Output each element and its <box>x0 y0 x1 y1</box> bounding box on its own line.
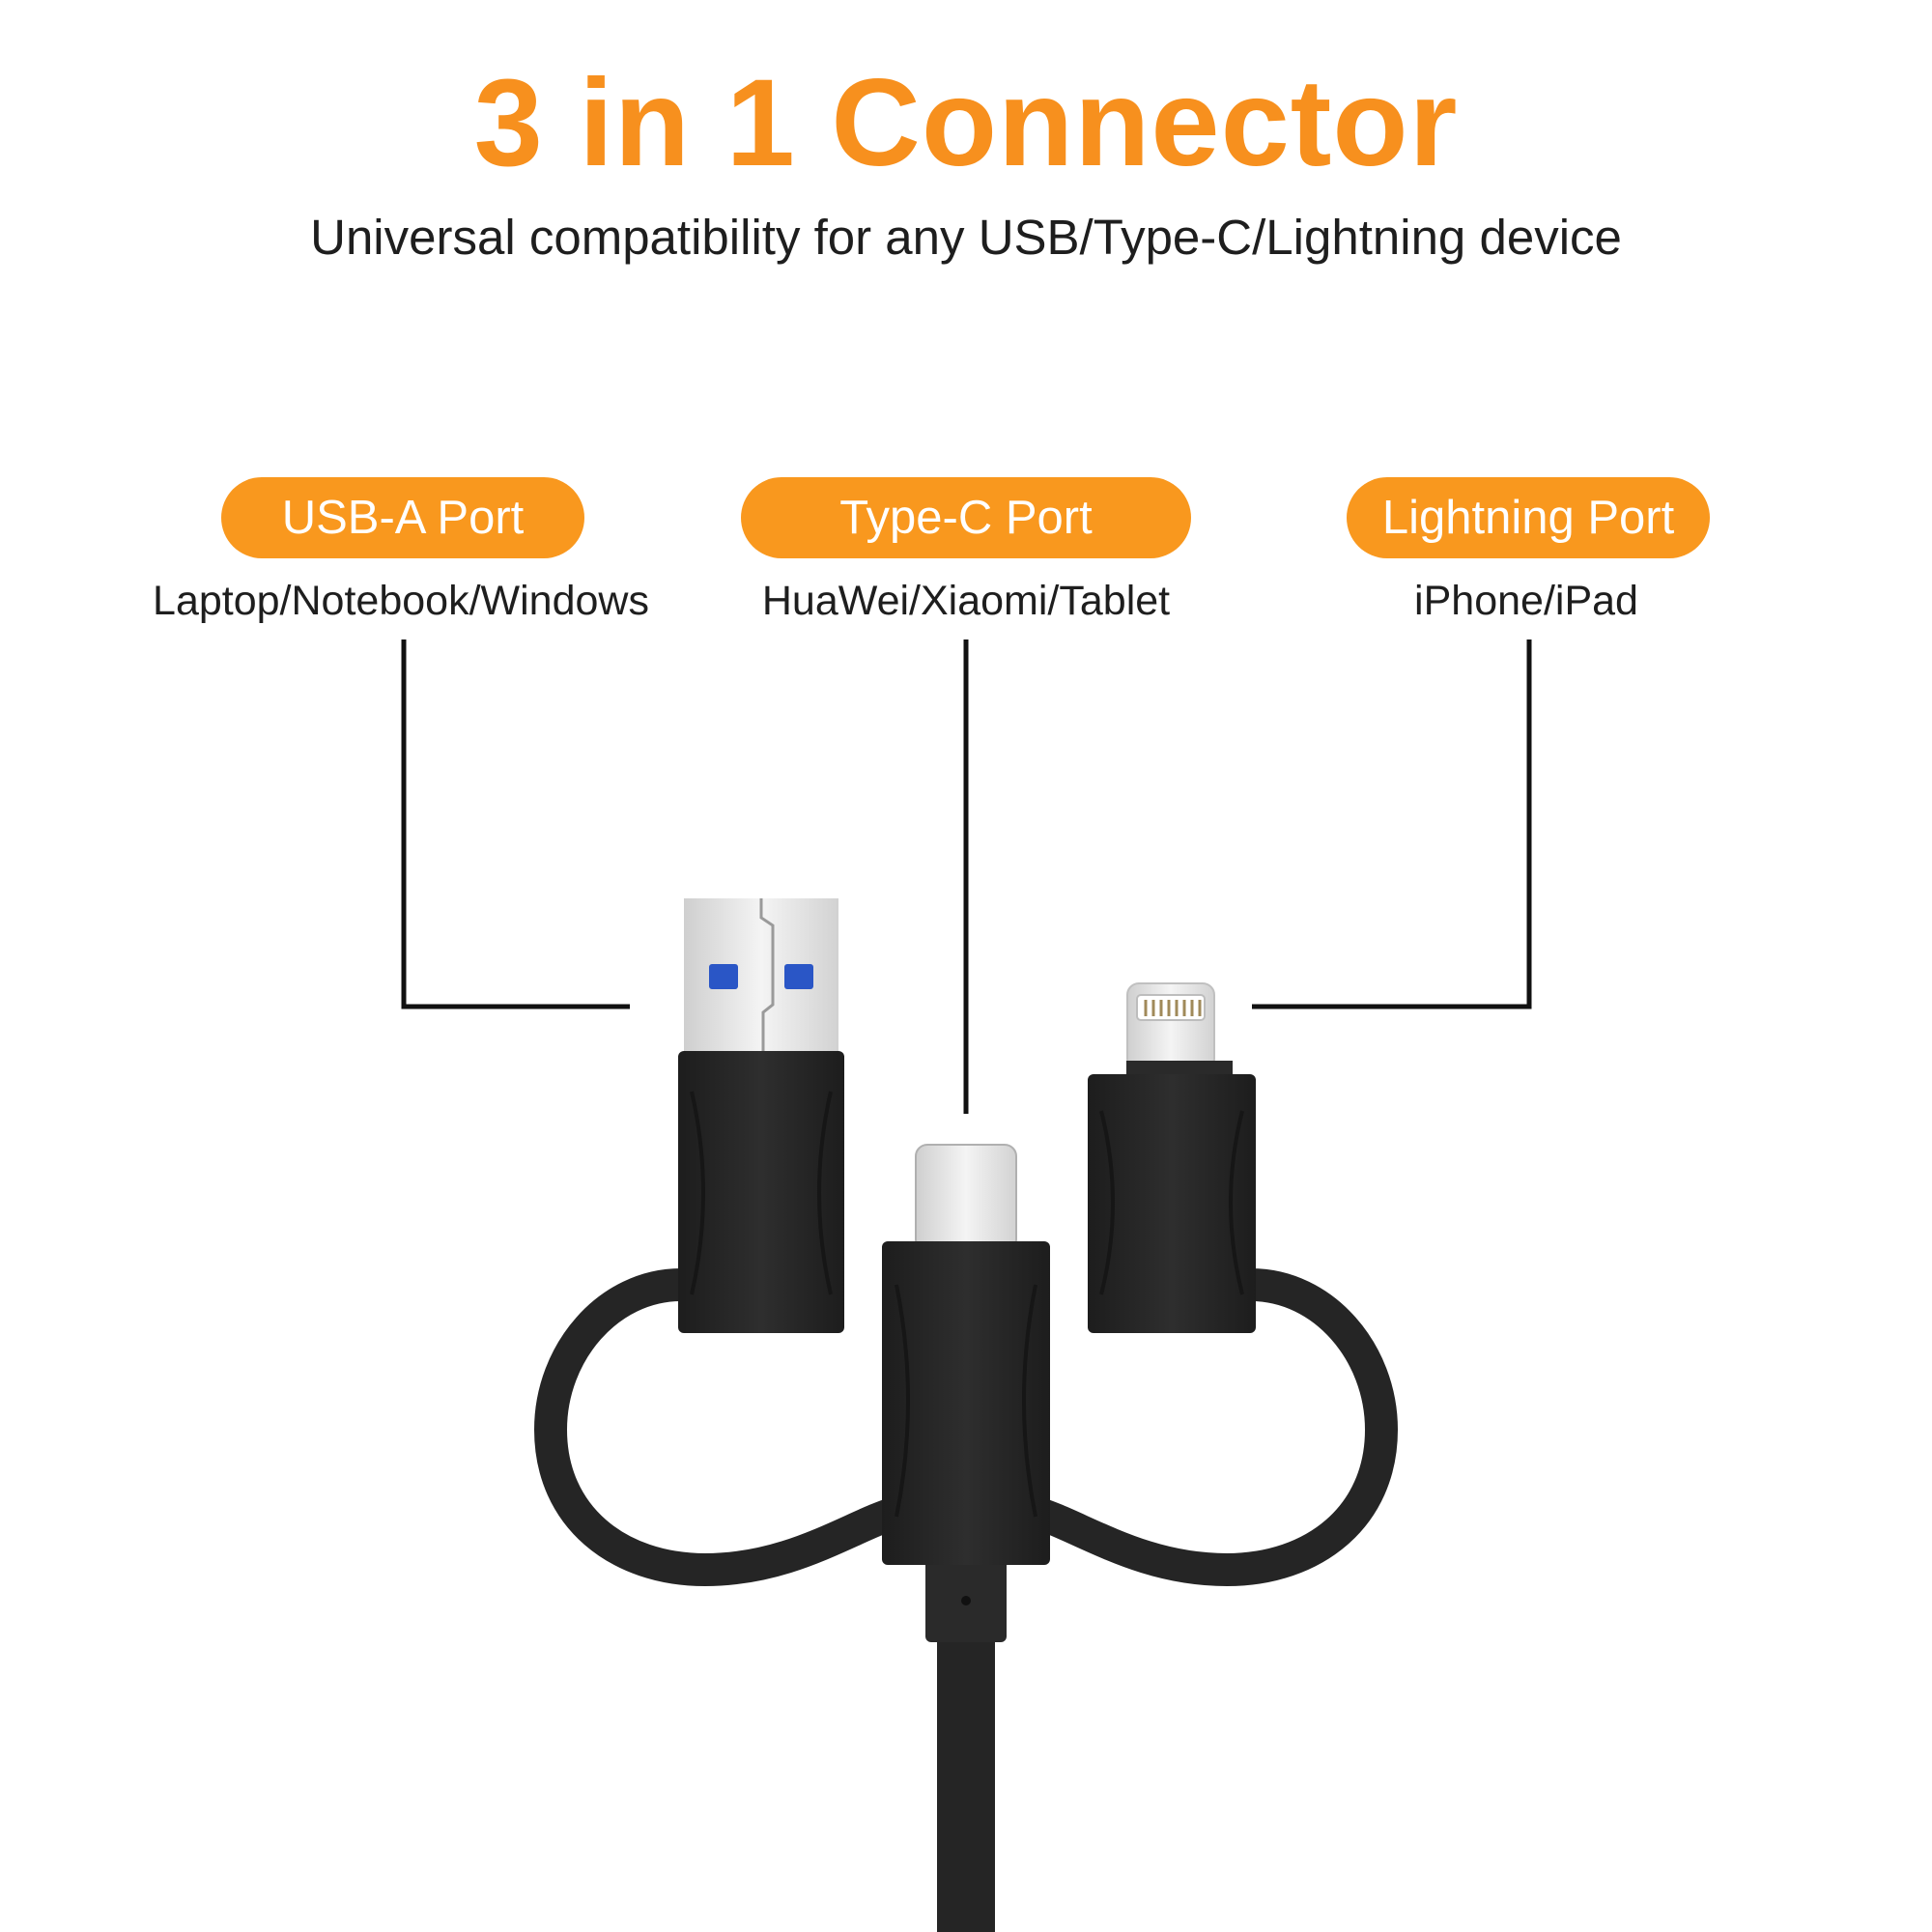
usb-a-leader-line <box>401 639 630 1009</box>
type-c-connector <box>882 1144 1050 1565</box>
main-cable <box>937 1633 995 1932</box>
type-c-devices-label: HuaWei/Xiaomi/Tablet <box>761 578 1171 624</box>
usb-a-contact-right <box>784 964 813 989</box>
usb-a-housing <box>678 1051 844 1333</box>
page-subtitle: Universal compatibility for any USB/Type… <box>310 210 1622 265</box>
type-c-housing <box>882 1241 1050 1565</box>
page-title: 3 in 1 Connector <box>473 54 1459 192</box>
strain-relief-dot <box>961 1596 971 1605</box>
usb-a-devices-label: Laptop/Notebook/Windows <box>153 578 649 624</box>
type-c-metal-tip <box>915 1144 1017 1252</box>
usb-a-port-badge: USB-A Port <box>221 477 584 558</box>
right-cable-loop <box>1017 1268 1399 1587</box>
left-cable-loop <box>533 1268 915 1587</box>
lightning-pins <box>1144 1000 1202 1016</box>
usb-a-connector <box>678 898 844 1333</box>
leader-lines <box>401 639 1532 1114</box>
lightning-port-badge: Lightning Port <box>1347 477 1710 558</box>
lightning-connector <box>1088 982 1256 1333</box>
type-c-port-badge: Type-C Port <box>741 477 1191 558</box>
lightning-leader-line <box>1252 639 1532 1009</box>
usb-a-contact-left <box>709 964 738 989</box>
usb-a-shell-seam <box>759 898 775 1053</box>
usb-a-metal-shell <box>684 898 838 1053</box>
lightning-housing <box>1088 1074 1256 1333</box>
lightning-devices-label: iPhone/iPad <box>1414 578 1638 624</box>
cable-loops <box>533 1268 1399 1587</box>
